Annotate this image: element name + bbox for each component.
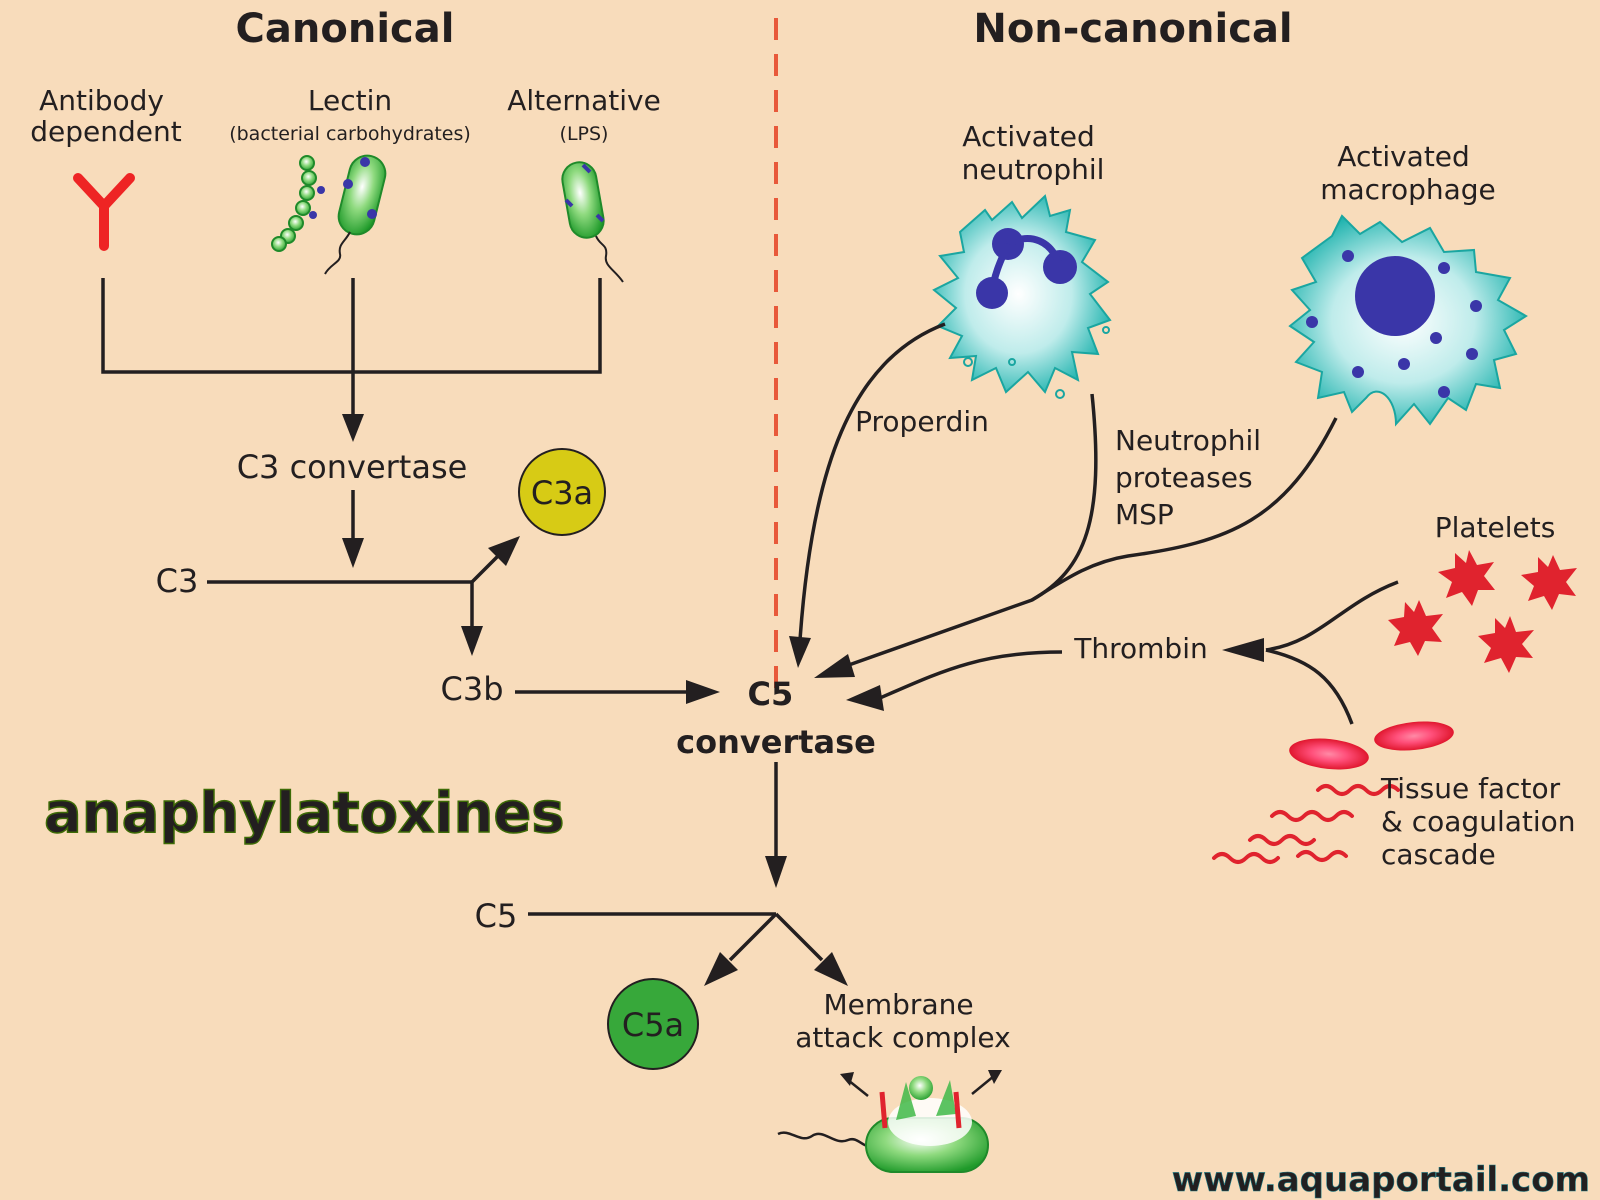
macrophage-label: Activated macrophage — [1320, 140, 1496, 206]
arrowhead-c3-convertase — [342, 414, 364, 442]
c3b-label: C3b — [440, 670, 503, 708]
mac-arrow — [774, 912, 824, 962]
mac-bacterium-icon — [777, 1070, 1002, 1173]
antibody-label-line-1: Antibody — [39, 84, 164, 117]
c5a-arrow — [728, 912, 778, 962]
c5a-bubble: C5a — [607, 978, 699, 1070]
arrowhead-c3a — [488, 536, 520, 566]
neutrophil-proteases-label: Neutrophil proteases MSP — [1115, 424, 1270, 531]
coagulation-fibrin-icon — [1212, 784, 1400, 864]
properdin-connector — [798, 322, 946, 641]
c3a-label: C3a — [531, 474, 593, 512]
platelets-label: Platelets — [1435, 511, 1556, 544]
antibody-label-line-2: dependent — [30, 115, 181, 148]
platelets-icon — [1388, 550, 1577, 673]
c3-label: C3 — [156, 562, 199, 600]
canonical-heading: Canonical — [236, 6, 455, 52]
neutrophil-label: Activated neutrophil — [962, 120, 1105, 186]
arrowhead-thrombin-source — [1222, 638, 1264, 662]
c5-label: C5 — [475, 897, 518, 935]
neutrophil-proteases-line-3: MSP — [1115, 498, 1174, 531]
arrowhead-c3b-to-c5 — [686, 680, 720, 704]
neutrophil-cell-icon — [932, 194, 1112, 399]
tissue-factor-line-1: Tissue factor — [1380, 772, 1561, 805]
macrophage-cell-icon — [1288, 214, 1528, 427]
coagulation-connector — [1265, 648, 1354, 725]
macrophage-label-line-1: Activated — [1337, 140, 1470, 173]
thrombin-label: Thrombin — [1073, 632, 1207, 665]
lectin-sublabel: (bacterial carbohydrates) — [229, 123, 471, 145]
macrophage-label-line-2: macrophage — [1320, 173, 1496, 206]
lectin-bacteria-icon — [271, 154, 387, 275]
mac-label-line-2: attack complex — [795, 1021, 1010, 1054]
neutrophil-proteases-line-1: Neutrophil — [1115, 424, 1261, 457]
c5-convertase-label: C5 convertase — [676, 675, 876, 761]
alternative-label: Alternative — [507, 84, 661, 117]
antibody-label: Antibody dependent — [30, 84, 181, 148]
neutrophil-label-line-2: neutrophil — [962, 153, 1105, 186]
arrowhead-c3b — [461, 626, 483, 656]
arrowhead-properdin — [789, 636, 811, 668]
c5-convertase-line-2: convertase — [676, 723, 876, 761]
lectin-label: Lectin — [308, 84, 392, 117]
c5-convertase-line-1: C5 — [748, 675, 794, 713]
c3-convertase-label: C3 convertase — [237, 448, 468, 486]
c5a-label: C5a — [622, 1006, 684, 1044]
thrombin-connector — [879, 650, 1063, 700]
non-canonical-heading: Non-canonical — [973, 6, 1292, 52]
tissue-factor-line-2: & coagulation — [1381, 805, 1576, 838]
arrowhead-mac — [814, 952, 848, 986]
antibody-icon — [73, 173, 135, 251]
neutrophil-proteases-line-2: proteases — [1115, 461, 1253, 494]
macrophage-connector — [1031, 417, 1338, 602]
mac-label-line-1: Membrane — [824, 988, 974, 1021]
properdin-label: Properdin — [855, 405, 989, 438]
arrowhead-neutrophil-proteases — [814, 654, 855, 678]
tissue-factor-line-3: cascade — [1381, 838, 1496, 871]
arrowhead-c5a — [704, 952, 738, 986]
tissue-factor-label: Tissue factor & coagulation cascade — [1380, 772, 1584, 871]
alternative-bacteria-icon — [561, 161, 624, 283]
arrowhead-c3-cleavage — [342, 538, 364, 568]
mac-label: Membrane attack complex — [795, 988, 1010, 1054]
red-blood-cells-icon — [1289, 721, 1454, 770]
site-watermark: www.aquaportail.com — [1172, 1160, 1590, 1200]
neutrophil-label-line-1: Activated — [962, 120, 1095, 153]
c3a-bubble: C3a — [518, 448, 606, 536]
platelets-connector — [1265, 580, 1399, 652]
arrowhead-thrombin — [846, 685, 884, 711]
alternative-sublabel: (LPS) — [560, 123, 609, 145]
arrowhead-c5-cleavage — [765, 856, 787, 888]
anaphylatoxines-overlay: anaphylatoxines — [44, 781, 565, 846]
